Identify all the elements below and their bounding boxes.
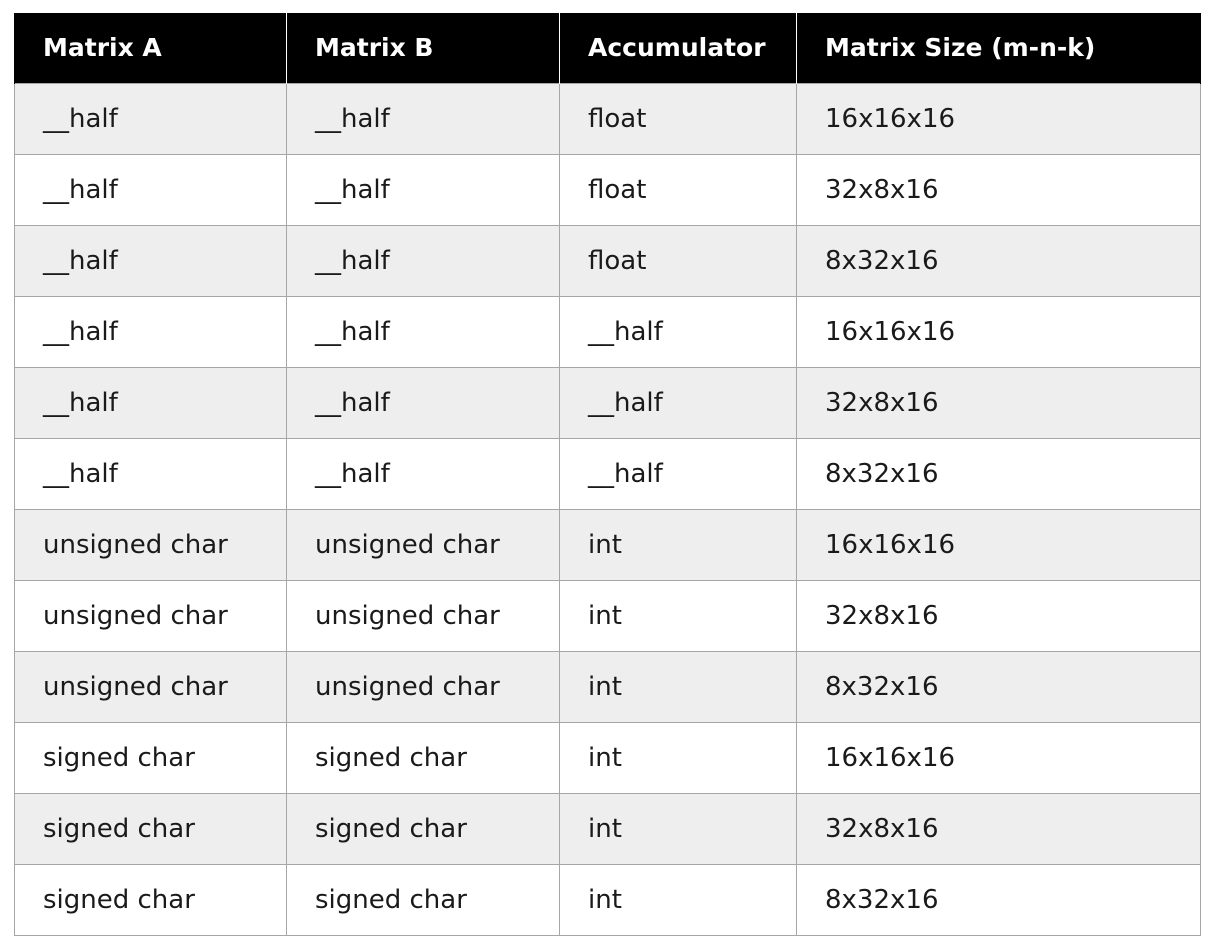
header-matrix-b: Matrix B bbox=[286, 13, 560, 83]
cell-matrix-a: unsigned char bbox=[14, 508, 287, 581]
header-row: Matrix A Matrix B Accumulator Matrix Siz… bbox=[14, 13, 1201, 83]
cell-matrix-size: 32x8x16 bbox=[796, 792, 1201, 865]
header-matrix-size: Matrix Size (m-n-k) bbox=[796, 13, 1201, 83]
cell-matrix-a: __half bbox=[14, 153, 287, 226]
cell-matrix-a: __half bbox=[14, 295, 287, 368]
cell-matrix-a: __half bbox=[14, 82, 287, 155]
cell-accumulator: int bbox=[559, 650, 797, 723]
cell-accumulator: __half bbox=[559, 437, 797, 510]
cell-matrix-size: 32x8x16 bbox=[796, 366, 1201, 439]
cell-matrix-size: 32x8x16 bbox=[796, 153, 1201, 226]
cell-matrix-a: signed char bbox=[14, 721, 287, 794]
matrix-types-table: Matrix A Matrix B Accumulator Matrix Siz… bbox=[14, 13, 1201, 936]
cell-accumulator: int bbox=[559, 863, 797, 936]
cell-matrix-size: 16x16x16 bbox=[796, 721, 1201, 794]
cell-matrix-b: __half bbox=[286, 224, 560, 297]
cell-matrix-b: unsigned char bbox=[286, 579, 560, 652]
cell-matrix-size: 8x32x16 bbox=[796, 650, 1201, 723]
cell-accumulator: int bbox=[559, 508, 797, 581]
cell-accumulator: int bbox=[559, 721, 797, 794]
cell-matrix-size: 8x32x16 bbox=[796, 437, 1201, 510]
cell-accumulator: int bbox=[559, 792, 797, 865]
cell-accumulator: __half bbox=[559, 295, 797, 368]
cell-matrix-a: unsigned char bbox=[14, 650, 287, 723]
cell-matrix-a: unsigned char bbox=[14, 579, 287, 652]
cell-accumulator: float bbox=[559, 153, 797, 226]
cell-matrix-b: unsigned char bbox=[286, 508, 560, 581]
header-accumulator: Accumulator bbox=[559, 13, 797, 83]
cell-matrix-size: 16x16x16 bbox=[796, 295, 1201, 368]
cell-matrix-a: __half bbox=[14, 366, 287, 439]
cell-matrix-a: __half bbox=[14, 437, 287, 510]
cell-accumulator: float bbox=[559, 82, 797, 155]
cell-matrix-b: __half bbox=[286, 82, 560, 155]
cell-matrix-b: __half bbox=[286, 295, 560, 368]
cell-matrix-b: signed char bbox=[286, 792, 560, 865]
cell-matrix-size: 8x32x16 bbox=[796, 863, 1201, 936]
cell-matrix-b: __half bbox=[286, 437, 560, 510]
cell-matrix-b: __half bbox=[286, 153, 560, 226]
cell-accumulator: float bbox=[559, 224, 797, 297]
cell-matrix-b: signed char bbox=[286, 863, 560, 936]
cell-matrix-size: 8x32x16 bbox=[796, 224, 1201, 297]
cell-matrix-b: __half bbox=[286, 366, 560, 439]
cell-matrix-b: signed char bbox=[286, 721, 560, 794]
header-matrix-a: Matrix A bbox=[14, 13, 287, 83]
cell-matrix-a: signed char bbox=[14, 792, 287, 865]
cell-matrix-size: 32x8x16 bbox=[796, 579, 1201, 652]
cell-accumulator: int bbox=[559, 579, 797, 652]
cell-matrix-size: 16x16x16 bbox=[796, 82, 1201, 155]
cell-matrix-a: __half bbox=[14, 224, 287, 297]
cell-matrix-b: unsigned char bbox=[286, 650, 560, 723]
cell-accumulator: __half bbox=[559, 366, 797, 439]
cell-matrix-size: 16x16x16 bbox=[796, 508, 1201, 581]
table-header: Matrix A Matrix B Accumulator Matrix Siz… bbox=[14, 13, 1201, 83]
matrix-types-table-container: Matrix A Matrix B Accumulator Matrix Siz… bbox=[14, 13, 1201, 936]
cell-matrix-a: signed char bbox=[14, 863, 287, 936]
